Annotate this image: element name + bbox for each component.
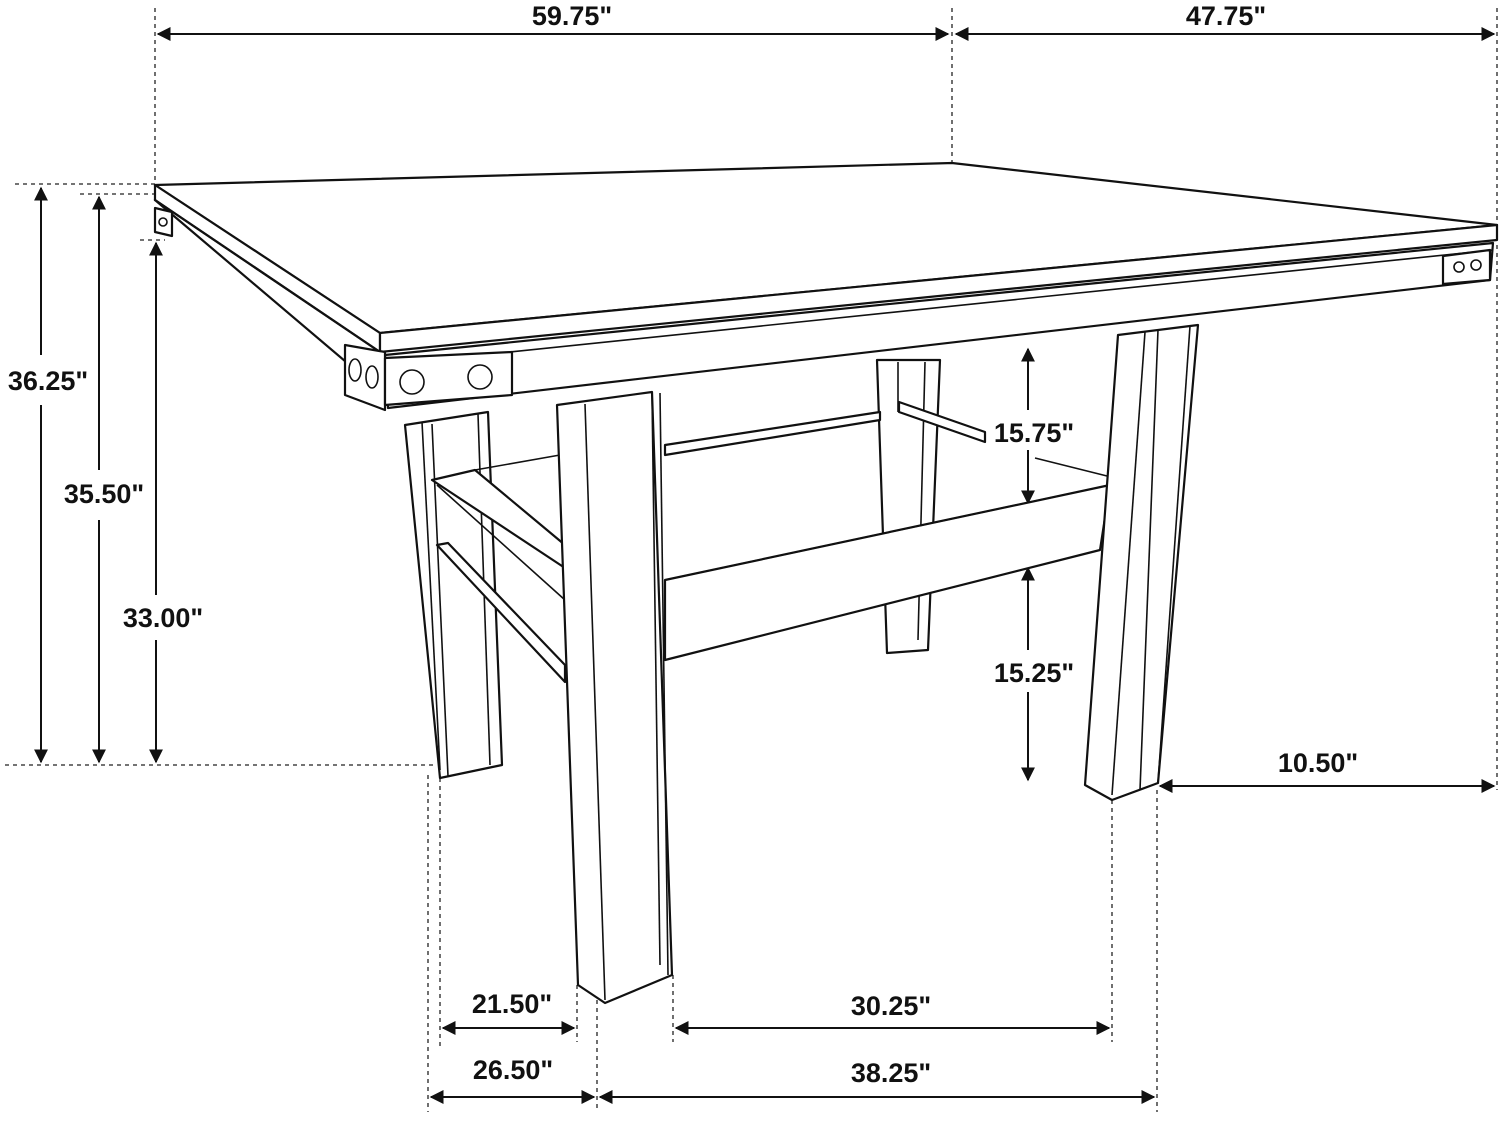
overhang-label: 10.50" [1278,748,1358,778]
front-right-pedestal [1083,323,1200,802]
pedestal-outer-label: 26.50" [473,1055,553,1085]
corner-bracket-left [153,206,174,238]
extension-lines [5,8,1498,1112]
front-left-pedestal [555,390,674,1005]
top-depth-label: 47.75" [1186,1,1266,31]
clearance-label: 33.00" [123,603,203,633]
table-drawing [153,161,1499,1005]
shelf-to-apron-label: 15.75" [994,418,1074,448]
back-pedestal [875,358,942,655]
inner-span-label: 30.25" [851,991,931,1021]
outer-span-label: 38.25" [851,1058,931,1088]
left-stretcher [430,454,567,684]
table-top [153,161,1499,397]
back-stretcher [897,400,987,444]
dimension-lines [34,27,1496,1104]
apron-height-label: 35.50" [64,479,144,509]
shelf-to-floor-label: 15.25" [994,658,1074,688]
dimension-labels: 59.75" 47.75" 36.25" 35.50" 33.00" 15.75… [8,1,1358,1088]
top-length-label: 59.75" [532,1,612,31]
corner-bracket-front [343,343,514,412]
overall-height-label: 36.25" [8,366,88,396]
corner-bracket-right [1441,248,1492,286]
pedestal-inner-label: 21.50" [472,989,552,1019]
shelf [663,410,1116,662]
